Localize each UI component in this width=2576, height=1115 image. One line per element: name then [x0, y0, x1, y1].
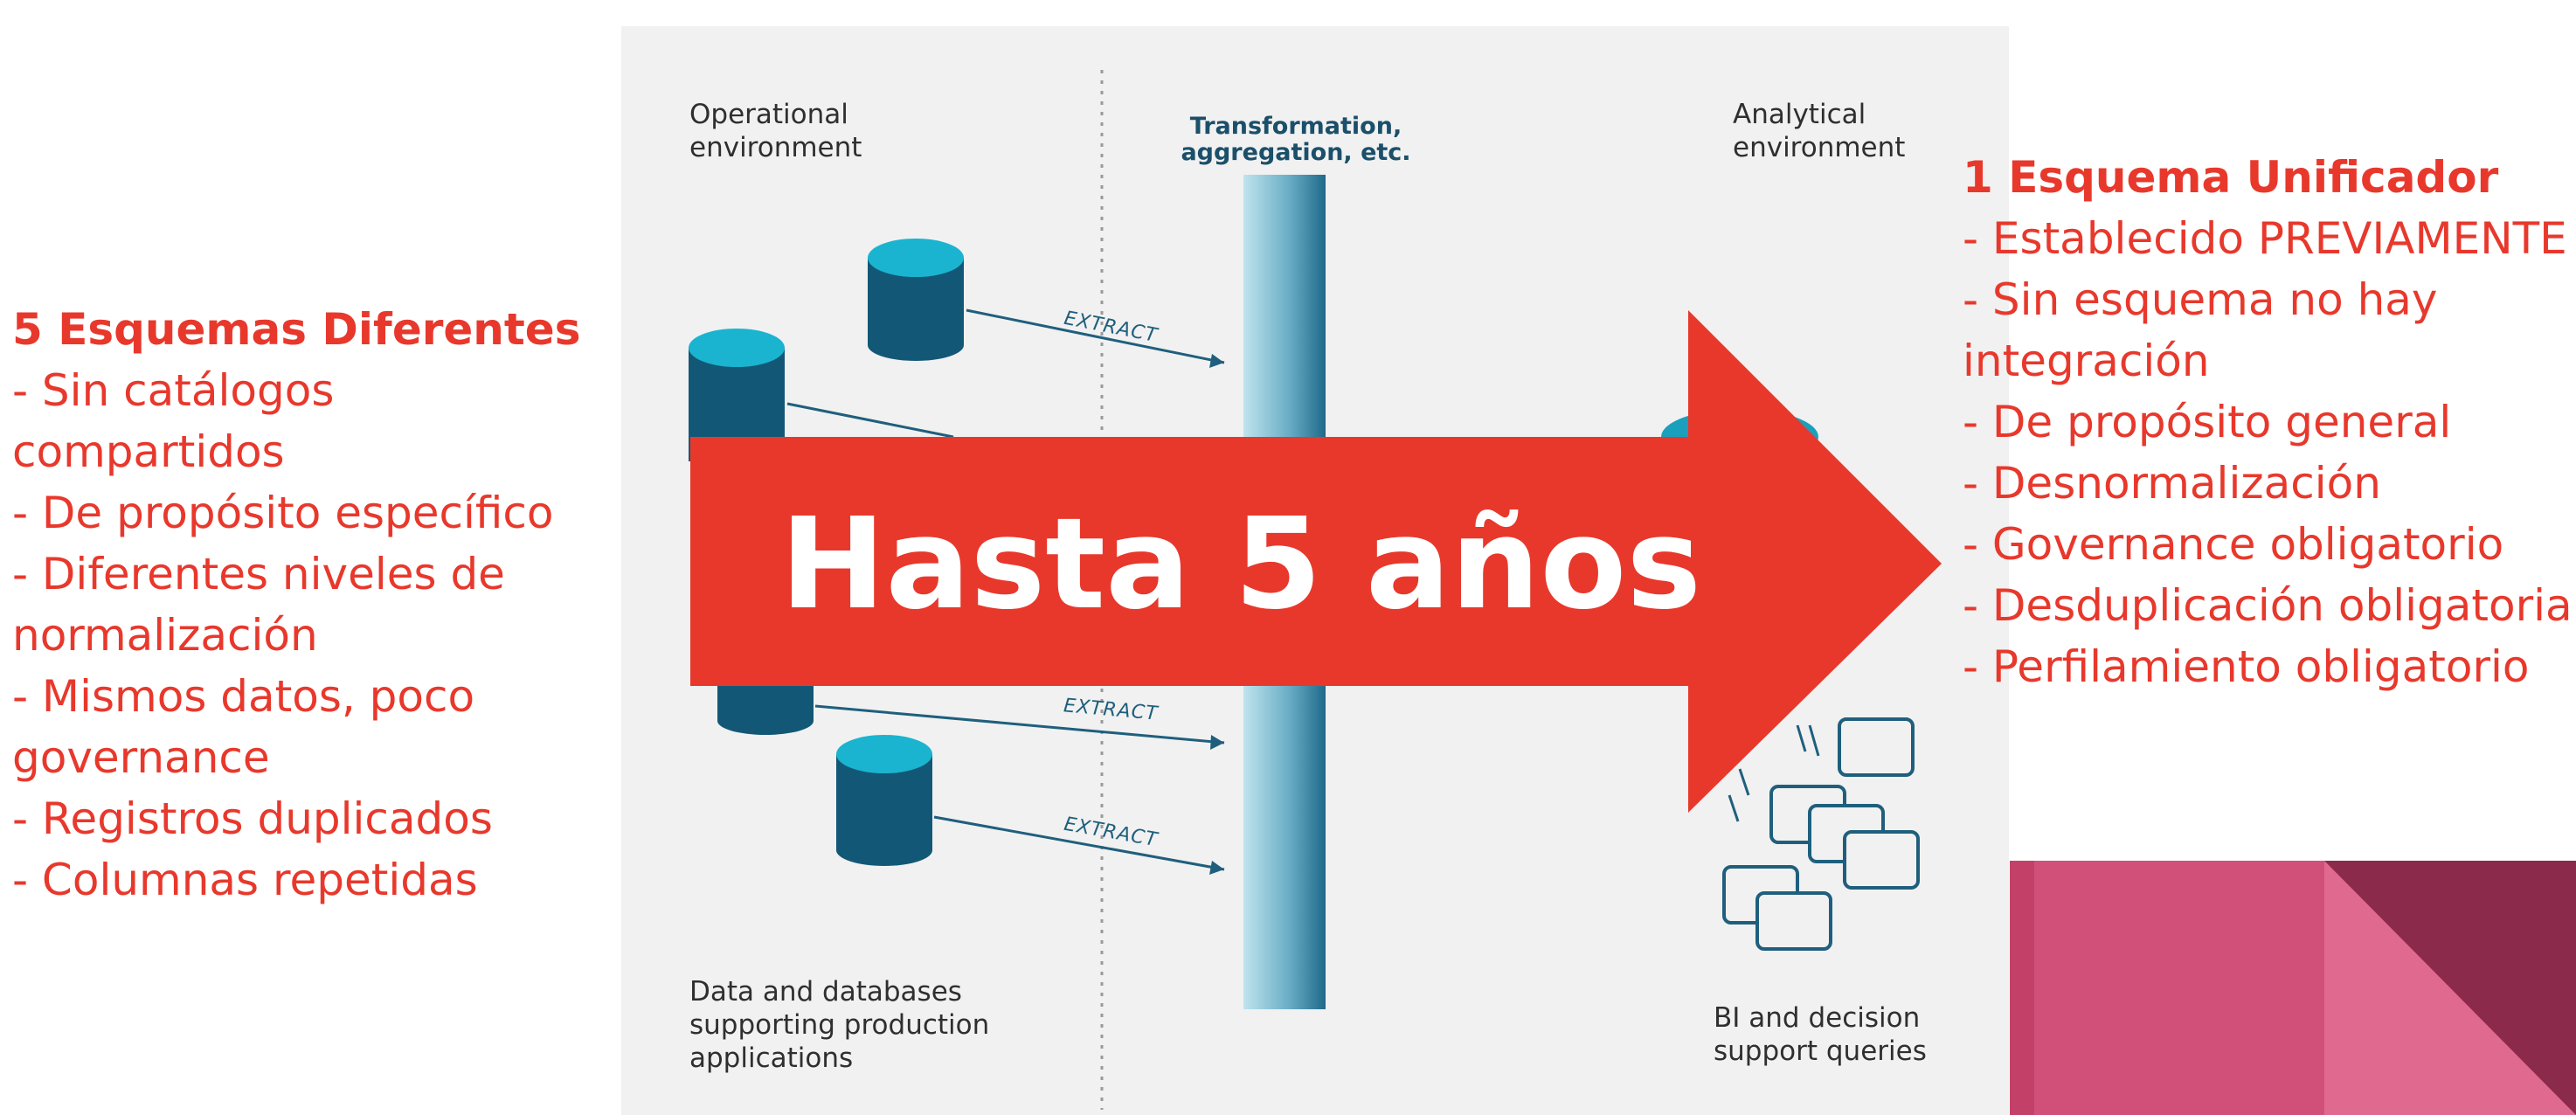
analytical-environment-label: Analytical environment [1733, 99, 1906, 163]
operational-environment-label: Operational environment [689, 99, 862, 163]
left-item: - Mismos datos, poco governance [12, 671, 475, 783]
right-item: - Establecido PREVIAMENTE [1963, 213, 2567, 264]
right-item: - Desnormalización [1963, 458, 2381, 509]
left-item: - Sin catálogos compartidos [12, 365, 335, 477]
extract-arrow [933, 815, 1225, 875]
left-text-block: 5 Esquemas Diferentes - Sin catálogos co… [12, 299, 615, 911]
left-item: - Columnas repetidas [12, 855, 478, 905]
big-arrow-icon [690, 310, 1942, 813]
decorative-corner [2010, 861, 2576, 1115]
query-window-icon [1722, 717, 1920, 951]
extract-arrow [966, 308, 1225, 368]
left-item: - Registros duplicados [12, 793, 493, 844]
database-icon [717, 682, 814, 735]
left-item: - De propósito específico [12, 488, 554, 538]
right-item: - Desduplicación obligatoria [1963, 580, 2573, 631]
extract-arrow [814, 704, 1225, 750]
right-title: 1 Esquema Unificador [1963, 152, 2499, 203]
left-item: - Diferentes niveles de normalización [12, 549, 505, 661]
bi-queries-label: BI and decision support queries [1714, 1002, 1927, 1067]
right-item: - Sin esquema no hay integración [1963, 274, 2438, 386]
data-databases-label: Data and databases supporting production… [689, 976, 990, 1074]
database-icon [836, 735, 932, 866]
extract-arrow [786, 402, 954, 439]
database-icon [868, 239, 964, 361]
right-item: - Perfilamiento obligatorio [1963, 641, 2530, 692]
arrow-caption: Hasta 5 años [779, 490, 1702, 637]
right-item: - Governance obligatorio [1963, 519, 2504, 570]
query-lines [1728, 724, 1820, 822]
left-title: 5 Esquemas Diferentes [12, 304, 581, 355]
transformation-label: Transformation, aggregation, etc. [1181, 113, 1411, 166]
right-item: - De propósito general [1963, 397, 2452, 447]
right-text-block: 1 Esquema Unificador - Establecido PREVI… [1963, 147, 2574, 697]
